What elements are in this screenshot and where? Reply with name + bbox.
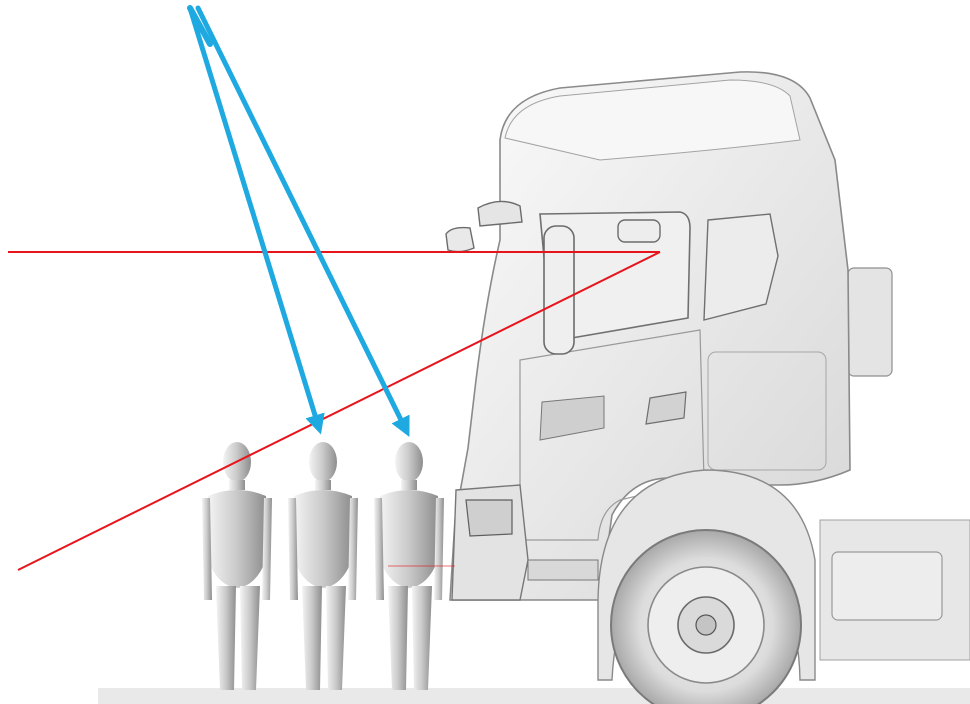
door-handle <box>645 391 687 425</box>
mannequin-group <box>202 442 444 690</box>
mannequin-1 <box>202 442 272 690</box>
side-panel <box>707 351 827 471</box>
rear-window <box>703 213 779 321</box>
headlight <box>465 499 513 537</box>
step-recess <box>539 395 605 441</box>
front-wheel <box>610 529 802 704</box>
mannequin-2 <box>288 442 358 690</box>
truck-cab <box>445 71 970 704</box>
side-equipment-box <box>847 267 893 377</box>
lower-step <box>527 559 599 581</box>
main-mirror <box>543 225 575 355</box>
fuel-tank <box>831 551 943 621</box>
arrow-to-mannequin-2 <box>187 5 325 435</box>
mannequin-3 <box>374 442 444 690</box>
inside-mirror <box>617 219 661 243</box>
arrow-apex <box>187 5 213 47</box>
cab-body <box>449 71 851 601</box>
arrow-to-mannequin-3 <box>195 5 410 437</box>
side-window <box>539 211 691 341</box>
mirror-arm <box>477 200 523 227</box>
roof-spoiler <box>504 79 801 161</box>
pointer-arrows <box>187 5 410 437</box>
downward-sight-line <box>17 251 661 571</box>
front-mirror <box>445 226 475 253</box>
